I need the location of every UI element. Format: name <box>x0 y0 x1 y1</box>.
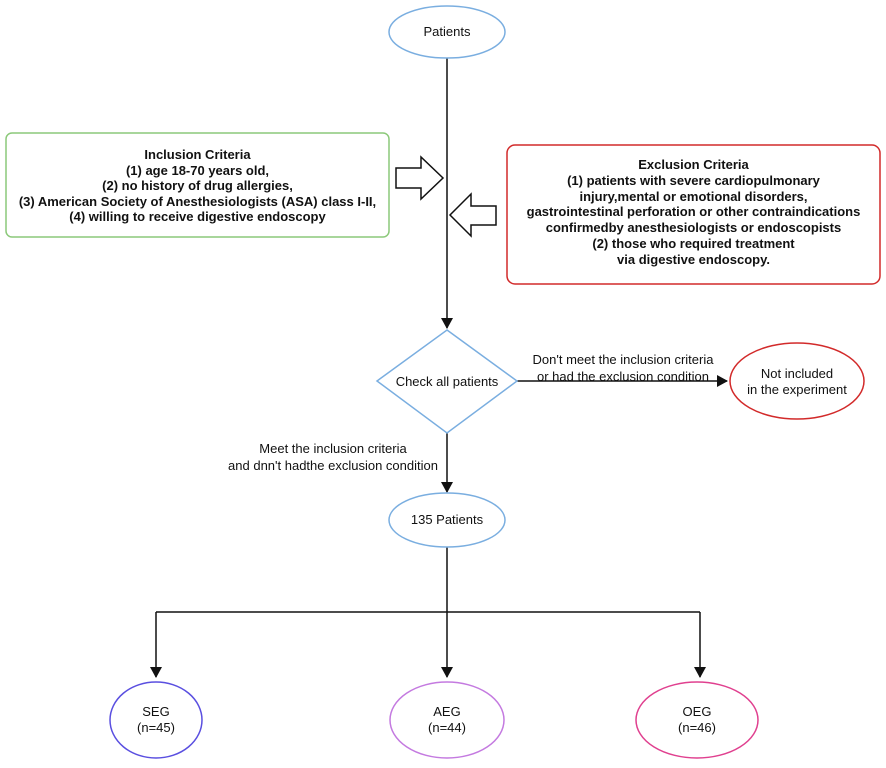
group-name: SEG <box>142 704 170 719</box>
patients-label: Patients <box>423 24 471 39</box>
exclusion-item: gastrointestinal perforation or other co… <box>526 204 861 220</box>
exclusion-title: Exclusion Criteria <box>638 157 749 172</box>
seg-group-node <box>109 681 203 759</box>
patients-135-label: 135 Patients <box>410 512 484 527</box>
aeg-group-node <box>389 681 505 759</box>
inclusion-criteria-text: Inclusion Criteria (1) age 18-70 years o… <box>6 147 389 225</box>
inclusion-item: (3) American Society of Anesthesiologist… <box>18 193 377 209</box>
check-patients-label: Check all patients <box>395 374 499 389</box>
inclusion-item: (4) willing to receive digestive endosco… <box>69 209 326 224</box>
seg-group-label: SEG (n=45) <box>110 704 202 736</box>
exclusion-criteria-box <box>506 144 881 285</box>
patients-node <box>388 5 506 59</box>
group-count: (n=44) <box>428 720 466 735</box>
exclusion-item: confirmedby anesthesiologists or endosco… <box>545 220 842 236</box>
inclusion-item: (1) age 18-70 years old, <box>125 162 270 178</box>
included-edge-label: Meet the inclusion criteria and dnn't ha… <box>228 441 438 473</box>
exclusion-item: injury,mental or emotional disorders, <box>579 188 808 204</box>
exclusion-item: (1) patients with severe cardiopulmonary <box>567 172 820 188</box>
inclusion-item: (2) no history of drug allergies, <box>102 178 293 193</box>
group-name: AEG <box>433 704 461 719</box>
inclusion-arrow-right <box>395 155 445 201</box>
exclusion-item: via digestive endoscopy. <box>617 251 770 267</box>
exclusion-item: (2) those who required treatment <box>592 235 795 251</box>
exclusion-criteria-text: Exclusion Criteria (1) patients with sev… <box>507 157 880 268</box>
group-name: OEG <box>682 704 712 719</box>
inclusion-criteria-box <box>5 132 390 238</box>
patients-135-node <box>388 492 506 548</box>
group-count: (n=46) <box>678 720 716 735</box>
not-included-label: Not included in the experiment <box>747 366 847 397</box>
not-included-node <box>729 342 865 420</box>
exclusion-arrow-left <box>448 192 497 238</box>
group-count: (n=45) <box>137 720 175 735</box>
excluded-edge-label: Don't meet the inclusion criteria or had… <box>532 352 714 384</box>
aeg-group-label: AEG (n=44) <box>390 704 504 736</box>
check-patients-decision <box>375 329 519 434</box>
oeg-group-label: OEG (n=46) <box>636 704 758 736</box>
oeg-group-node <box>635 681 759 759</box>
inclusion-title: Inclusion Criteria <box>144 147 251 162</box>
